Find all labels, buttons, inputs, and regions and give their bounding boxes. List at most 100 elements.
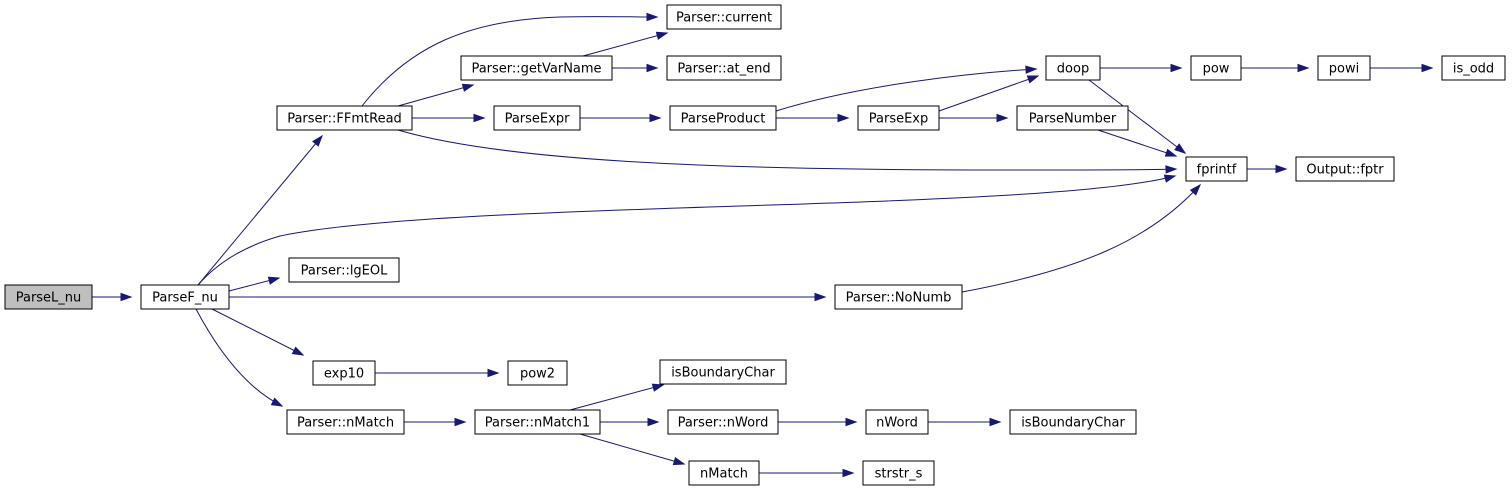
node-box [288, 257, 400, 283]
node-box [1185, 156, 1248, 182]
node-parsenumber[interactable]: ParseNumber [1016, 105, 1129, 131]
node-label: ParseL_nu [16, 291, 82, 306]
arrowhead-icon [270, 397, 284, 407]
edge-n1-to-n3 [228, 276, 281, 292]
node-isboundarychar[interactable]: isBoundaryChar [659, 359, 787, 385]
node-label: nWord [876, 416, 918, 431]
edge-n1-to-n5 [211, 308, 305, 356]
edge-n2-to-n10 [412, 113, 486, 123]
node-parsel-nu[interactable]: ParseL_nu [4, 284, 93, 310]
arrowhead-icon [814, 292, 827, 302]
node-pow[interactable]: pow [1190, 55, 1242, 81]
arrowhead-icon [487, 368, 500, 378]
node-box [4, 284, 93, 310]
node-box [1016, 105, 1129, 131]
node-label: powi [1329, 62, 1359, 77]
arrowhead-icon [646, 63, 659, 73]
node-parser-nword[interactable]: Parser::nWord [667, 409, 779, 435]
edge-n12-to-n13 [938, 75, 1040, 112]
node-box [659, 359, 787, 385]
node-parser-at-end[interactable]: Parser::at_end [666, 55, 782, 81]
edge-n15-to-n16 [1247, 164, 1288, 174]
edge-n1-to-n4 [229, 292, 827, 302]
node-label: pow [1203, 62, 1230, 77]
node-box [688, 460, 760, 486]
arrowhead-icon [1165, 165, 1178, 174]
node-label: nMatch [700, 467, 748, 482]
node-parser-nonumb[interactable]: Parser::NoNumb [834, 284, 963, 310]
node-output-fptr[interactable]: Output::fptr [1295, 156, 1395, 182]
node-parser-nmatch1[interactable]: Parser::nMatch1 [474, 409, 601, 435]
node-box [286, 409, 405, 435]
node-box [493, 105, 581, 131]
node-label: Parser::NoNumb [846, 291, 952, 306]
node-parser-nmatch[interactable]: Parser::nMatch [286, 409, 405, 435]
edge-n2-to-n7 [397, 83, 475, 107]
node-parsef-nu[interactable]: ParseF_nu [140, 284, 230, 310]
edge-n13-to-n15 [1088, 79, 1187, 154]
arrowhead-icon [672, 457, 686, 466]
edge-n21-to-n23 [600, 417, 660, 427]
node-box [1317, 55, 1371, 81]
node-box [1295, 156, 1395, 182]
node-label: ParseF_nu [152, 291, 218, 306]
node-is-odd[interactable]: is_odd [1441, 55, 1506, 81]
edge-n10-to-n11 [580, 113, 662, 123]
node-label: isBoundaryChar [671, 366, 775, 381]
node-box [865, 409, 929, 435]
edge-n21-to-n26 [579, 433, 686, 466]
node-parser-ffmtread[interactable]: Parser::FFmtRead [276, 105, 413, 131]
arrowhead-icon [845, 417, 858, 427]
node-label: Parser::getVarName [471, 62, 601, 77]
node-powi[interactable]: powi [1317, 55, 1371, 81]
node-isboundarychar[interactable]: isBoundaryChar [1009, 409, 1137, 435]
arrowhead-icon [1275, 164, 1288, 174]
edge-n7-to-n8 [582, 31, 669, 57]
arrowhead-icon [312, 134, 323, 147]
edge-n4-to-n15 [961, 183, 1202, 293]
node-box [1009, 409, 1137, 435]
node-box [140, 284, 230, 310]
edge-n26-to-n27 [759, 468, 855, 478]
arrowhead-icon [989, 417, 1002, 427]
node-nword[interactable]: nWord [865, 409, 929, 435]
node-parser-lgeol[interactable]: Parser::lgEOL [288, 257, 400, 283]
edge-n21-to-n22 [569, 383, 665, 411]
node-parseexp[interactable]: ParseExp [857, 105, 940, 131]
edge-n0-to-n1 [92, 292, 133, 302]
arrowhead-icon [120, 292, 133, 302]
node-nmatch[interactable]: nMatch [688, 460, 760, 486]
arrowhead-icon [1163, 174, 1177, 183]
node-label: is_odd [1453, 62, 1494, 77]
arrowhead-icon [291, 346, 305, 356]
node-label: Parser::current [676, 11, 772, 26]
node-label: pow2 [520, 367, 555, 382]
arrowhead-icon [651, 383, 665, 392]
node-box [474, 409, 601, 435]
node-label: doop [1057, 62, 1089, 77]
edge-layer [92, 12, 1434, 478]
node-parseproduct[interactable]: ParseProduct [669, 105, 777, 131]
node-exp10[interactable]: exp10 [312, 360, 376, 386]
node-parser-current[interactable]: Parser::current [666, 4, 782, 30]
node-label: Output::fptr [1306, 163, 1384, 178]
node-parser-getvarname[interactable]: Parser::getVarName [460, 55, 613, 81]
edge-n5-to-n20 [375, 368, 500, 378]
arrowhead-icon [267, 276, 281, 285]
node-doop[interactable]: doop [1045, 55, 1101, 81]
edge-n1-to-n2 [197, 134, 323, 286]
arrowhead-icon [1025, 65, 1038, 74]
node-box [312, 360, 376, 386]
edge-n11-to-n13 [775, 65, 1038, 112]
node-strstr-s[interactable]: strstr_s [862, 460, 935, 486]
node-box [666, 4, 782, 30]
edge-n1-to-n6 [195, 308, 284, 407]
node-fprintf[interactable]: fprintf [1185, 156, 1248, 182]
node-pow2[interactable]: pow2 [507, 360, 568, 386]
node-parseexpr[interactable]: ParseExpr [493, 105, 581, 131]
node-label: Parser::at_end [677, 62, 770, 77]
node-label: fprintf [1197, 163, 1237, 178]
node-label: ParseExp [869, 112, 929, 127]
